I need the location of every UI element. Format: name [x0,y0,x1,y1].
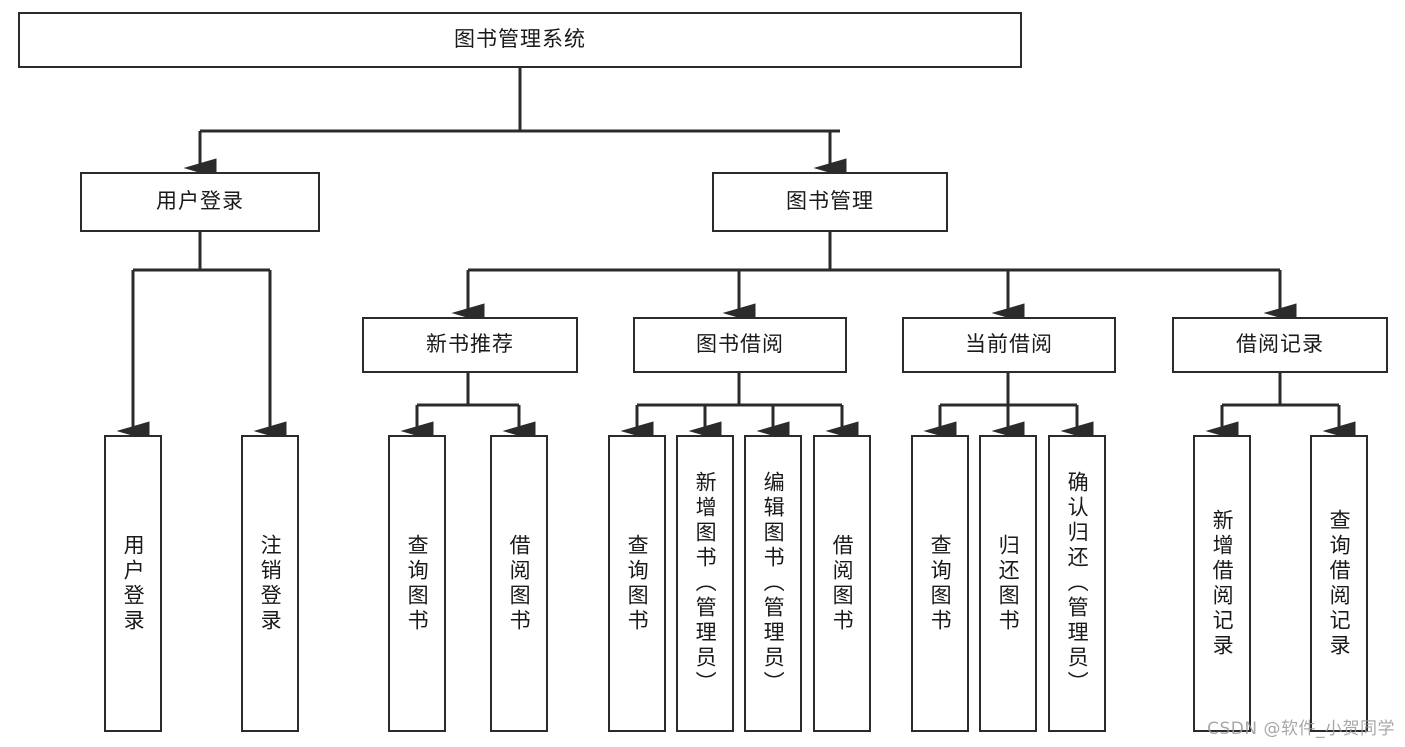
node-user-login-label: 用户登录 [156,189,244,214]
leaf-borrow-book-2[interactable]: 借阅图书 [813,435,871,732]
node-current-borrow[interactable]: 当前借阅 [902,317,1116,373]
node-book-manage[interactable]: 图书管理 [712,172,948,232]
node-book-manage-label: 图书管理 [786,189,874,214]
leaf-return-book-label: 归还图书 [996,533,1021,634]
leaf-query-book-1[interactable]: 查询图书 [388,435,446,732]
node-new-book-recommend[interactable]: 新书推荐 [362,317,578,373]
leaf-logout-label: 注销登录 [258,533,283,634]
node-root-label: 图书管理系统 [454,27,586,52]
leaf-borrow-book-1-label: 借阅图书 [507,533,532,634]
leaf-query-book-2[interactable]: 查询图书 [608,435,666,732]
leaf-query-borrow-record-label: 查询借阅记录 [1327,508,1352,659]
leaf-query-book-3[interactable]: 查询图书 [911,435,969,732]
node-book-borrow-label: 图书借阅 [696,332,784,357]
node-borrow-record[interactable]: 借阅记录 [1172,317,1388,373]
leaf-confirm-return-admin[interactable]: 确认归还（管理员） [1048,435,1106,732]
node-new-book-recommend-label: 新书推荐 [426,332,514,357]
node-user-login[interactable]: 用户登录 [80,172,320,232]
leaf-confirm-return-admin-label: 确认归还（管理员） [1065,471,1090,696]
node-current-borrow-label: 当前借阅 [965,332,1053,357]
leaf-query-book-2-label: 查询图书 [625,533,650,634]
node-book-borrow[interactable]: 图书借阅 [633,317,847,373]
leaf-query-borrow-record[interactable]: 查询借阅记录 [1310,435,1368,732]
node-root[interactable]: 图书管理系统 [18,12,1022,68]
leaf-edit-book-admin[interactable]: 编辑图书（管理员） [744,435,802,732]
leaf-query-book-3-label: 查询图书 [928,533,953,634]
leaf-edit-book-admin-label: 编辑图书（管理员） [761,471,786,696]
leaf-add-book-admin-label: 新增图书（管理员） [693,471,718,696]
leaf-add-borrow-record-label: 新增借阅记录 [1210,508,1235,659]
leaf-borrow-book-1[interactable]: 借阅图书 [490,435,548,732]
leaf-add-borrow-record[interactable]: 新增借阅记录 [1193,435,1251,732]
leaf-query-book-1-label: 查询图书 [405,533,430,634]
csdn-watermark: CSDN @软件_小贺同学 [1207,719,1395,739]
leaf-borrow-book-2-label: 借阅图书 [830,533,855,634]
leaf-logout[interactable]: 注销登录 [241,435,299,732]
leaf-return-book[interactable]: 归还图书 [979,435,1037,732]
node-borrow-record-label: 借阅记录 [1236,332,1324,357]
leaf-add-book-admin[interactable]: 新增图书（管理员） [676,435,734,732]
leaf-user-login[interactable]: 用户登录 [104,435,162,732]
leaf-user-login-label: 用户登录 [121,533,146,634]
